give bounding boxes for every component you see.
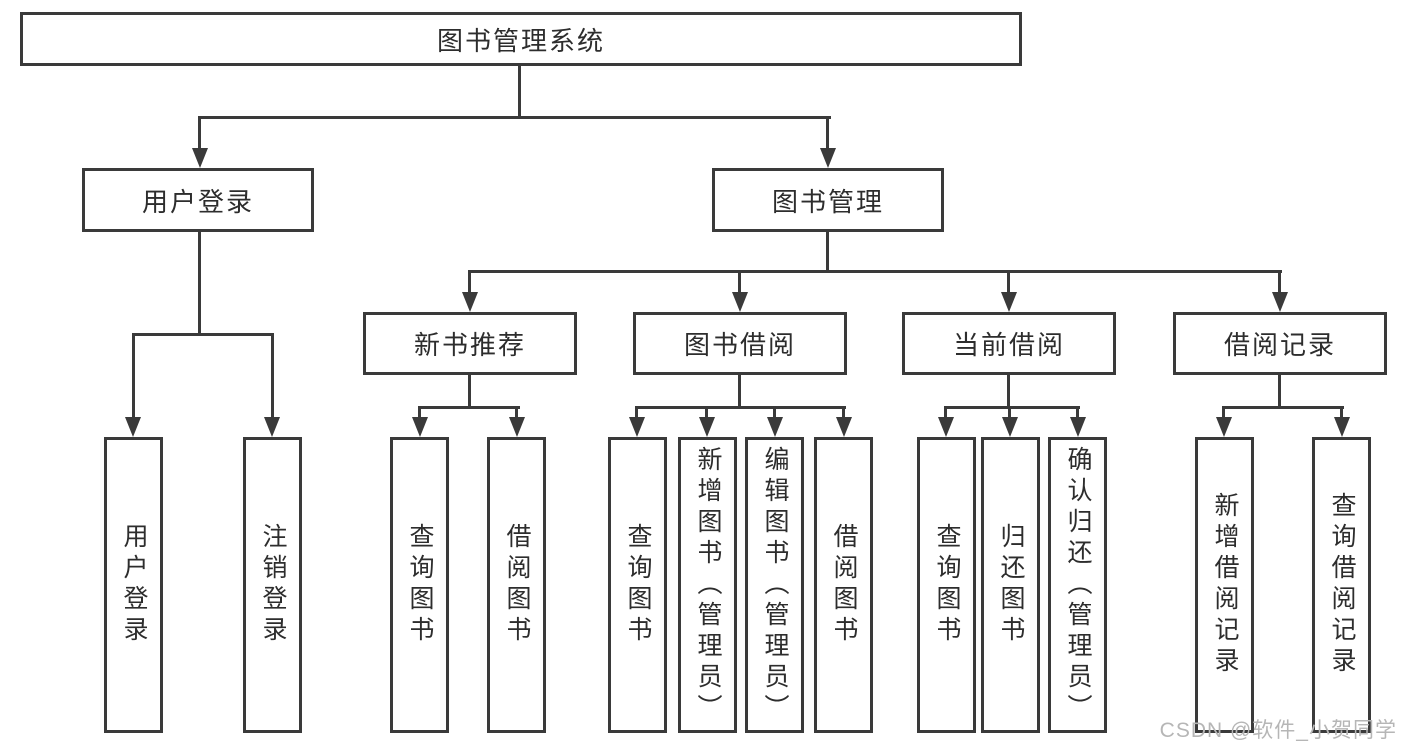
connector-line <box>132 333 274 336</box>
connector-line <box>1007 373 1010 409</box>
leaf-user-login: 用户登录 <box>104 437 163 733</box>
connector-line <box>1222 406 1344 409</box>
arrow-down-icon <box>192 148 208 168</box>
connector-line <box>1076 406 1079 421</box>
leaf-label: 新增借阅记录 <box>1211 492 1239 678</box>
connector-line <box>1007 270 1010 296</box>
connector-line <box>944 406 1080 409</box>
arrow-down-icon <box>836 417 852 437</box>
connector-line <box>1278 373 1281 409</box>
connector-line <box>635 406 846 409</box>
leaf-add-borrow-record: 新增借阅记录 <box>1195 437 1254 733</box>
node-borrowing-records: 借阅记录 <box>1173 312 1387 375</box>
leaf-add-books-admin: 新增图书（管理员） <box>678 437 737 733</box>
connector-line <box>418 406 421 421</box>
connector-line <box>826 116 829 152</box>
connector-line <box>1222 406 1225 421</box>
leaf-confirm-return-admin: 确认归还（管理员） <box>1048 437 1107 733</box>
arrow-down-icon <box>767 417 783 437</box>
leaf-edit-books-admin: 编辑图书（管理员） <box>745 437 804 733</box>
connector-line <box>515 406 518 421</box>
leaf-label: 确认归还（管理员） <box>1064 445 1092 725</box>
arrow-down-icon <box>264 417 280 437</box>
connector-line <box>1340 406 1343 421</box>
arrow-down-icon <box>1002 417 1018 437</box>
node-user-login: 用户登录 <box>82 168 314 232</box>
arrow-down-icon <box>1001 292 1017 312</box>
leaf-label: 注销登录 <box>259 523 287 647</box>
connector-line <box>738 270 741 296</box>
arrow-down-icon <box>125 417 141 437</box>
arrow-down-icon <box>820 148 836 168</box>
connector-line <box>842 406 845 421</box>
leaf-label: 查询图书 <box>624 523 652 647</box>
connector-line <box>518 66 521 119</box>
connector-line <box>944 406 947 421</box>
arrow-down-icon <box>1272 292 1288 312</box>
arrow-down-icon <box>938 417 954 437</box>
connector-line <box>773 406 776 421</box>
connector-line <box>198 116 831 119</box>
connector-line <box>738 373 741 409</box>
connector-line <box>418 406 520 409</box>
leaf-label: 新增图书（管理员） <box>694 445 722 725</box>
connector-line <box>198 116 201 152</box>
arrow-down-icon <box>509 417 525 437</box>
leaf-label: 查询借阅记录 <box>1328 492 1356 678</box>
connector-line <box>826 229 829 273</box>
leaf-query-books-recommend: 查询图书 <box>390 437 449 733</box>
connector-line <box>132 333 135 419</box>
node-book-borrowing: 图书借阅 <box>633 312 847 375</box>
leaf-label: 查询图书 <box>933 523 961 647</box>
node-new-book-recommendation: 新书推荐 <box>363 312 577 375</box>
connector-line <box>198 229 201 336</box>
leaf-query-books-borrowing: 查询图书 <box>608 437 667 733</box>
connector-line <box>271 333 274 419</box>
leaf-label: 借阅图书 <box>830 523 858 647</box>
node-library-management-system: 图书管理系统 <box>20 12 1022 66</box>
arrow-down-icon <box>1334 417 1350 437</box>
connector-line <box>468 270 1282 273</box>
arrow-down-icon <box>732 292 748 312</box>
arrow-down-icon <box>412 417 428 437</box>
leaf-label: 归还图书 <box>997 523 1025 647</box>
connector-line <box>635 406 638 421</box>
leaf-logout: 注销登录 <box>243 437 302 733</box>
watermark: CSDN @软件_小贺同学 <box>1159 719 1397 742</box>
arrow-down-icon <box>462 292 478 312</box>
node-current-borrowing: 当前借阅 <box>902 312 1116 375</box>
node-book-management: 图书管理 <box>712 168 944 232</box>
arrow-down-icon <box>1070 417 1086 437</box>
leaf-query-books-current: 查询图书 <box>917 437 976 733</box>
connector-line <box>1278 270 1281 296</box>
connector-line <box>705 406 708 421</box>
leaf-query-borrow-record: 查询借阅记录 <box>1312 437 1371 733</box>
connector-line <box>468 270 471 296</box>
leaf-label: 用户登录 <box>120 523 148 647</box>
leaf-label: 查询图书 <box>406 523 434 647</box>
connector-line <box>1008 406 1011 421</box>
arrow-down-icon <box>1216 417 1232 437</box>
leaf-borrow-books-borrowing: 借阅图书 <box>814 437 873 733</box>
connector-line <box>468 373 471 409</box>
leaf-borrow-books-recommend: 借阅图书 <box>487 437 546 733</box>
arrow-down-icon <box>629 417 645 437</box>
leaf-label: 借阅图书 <box>503 523 531 647</box>
leaf-label: 编辑图书（管理员） <box>761 445 789 725</box>
leaf-return-books: 归还图书 <box>981 437 1040 733</box>
arrow-down-icon <box>699 417 715 437</box>
